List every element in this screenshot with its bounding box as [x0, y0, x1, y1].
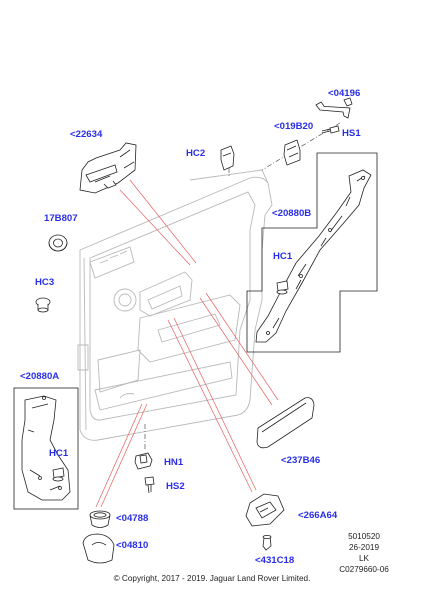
label-04196[interactable]: <04196	[328, 88, 361, 99]
ref-code: 5010520	[348, 532, 380, 541]
label-hc1-upper[interactable]: HC1	[273, 251, 293, 262]
label-hc3[interactable]: HC3	[35, 277, 55, 288]
label-hc2[interactable]: HC2	[186, 148, 206, 159]
part-hc1-clip-lower	[52, 467, 65, 482]
part-237b46-strip	[256, 397, 315, 449]
part-019b20-clip	[283, 139, 301, 166]
part-hc1-clip-upper	[276, 280, 289, 295]
label-22634[interactable]: <22634	[70, 129, 103, 140]
ref-region: LK	[358, 554, 369, 563]
label-hs1[interactable]: HS1	[342, 128, 361, 139]
part-04788-cup	[89, 510, 111, 528]
part-hs1-screw	[321, 125, 340, 134]
part-hn1-nut	[134, 452, 153, 470]
part-17b807-grommet	[48, 234, 68, 252]
label-019b20[interactable]: <019B20	[274, 121, 314, 132]
part-hc3-clip	[35, 297, 51, 313]
label-hs2[interactable]: HS2	[166, 481, 185, 492]
label-hc1-lower[interactable]: HC1	[49, 448, 69, 459]
copyright-notice: © Copyright, 2017 - 2019. Jaguar Land Ro…	[113, 574, 311, 583]
part-20880b-trim	[255, 169, 372, 343]
label-20880b[interactable]: <20880B	[272, 208, 312, 219]
label-17b807[interactable]: 17B807	[44, 213, 78, 224]
ref-date: 26-2019	[348, 543, 380, 552]
part-22634-bracket	[79, 142, 137, 194]
part-431c18-clip	[262, 535, 272, 551]
label-431c18[interactable]: <431C18	[255, 555, 295, 566]
inset-box-20880a	[13, 387, 79, 510]
part-266a64-bezel	[245, 493, 285, 527]
part-hc2-clip	[220, 145, 235, 171]
label-04788[interactable]: <04788	[116, 513, 149, 524]
part-04810-mat	[82, 533, 115, 564]
inset-box-20880b	[246, 152, 378, 353]
center-lines	[144, 122, 341, 450]
label-237b46[interactable]: <237B46	[281, 455, 321, 466]
leader-lines	[95, 179, 279, 508]
label-266a64[interactable]: <266A64	[298, 510, 338, 521]
label-hn1[interactable]: HN1	[164, 457, 184, 468]
label-04810[interactable]: <04810	[116, 540, 149, 551]
label-20880a[interactable]: <20880A	[20, 371, 60, 382]
figure-id: C0279660-06	[339, 565, 389, 574]
part-04196	[315, 97, 353, 119]
door-trim-panel-outline	[77, 169, 273, 441]
part-hs2-screw	[144, 476, 155, 494]
